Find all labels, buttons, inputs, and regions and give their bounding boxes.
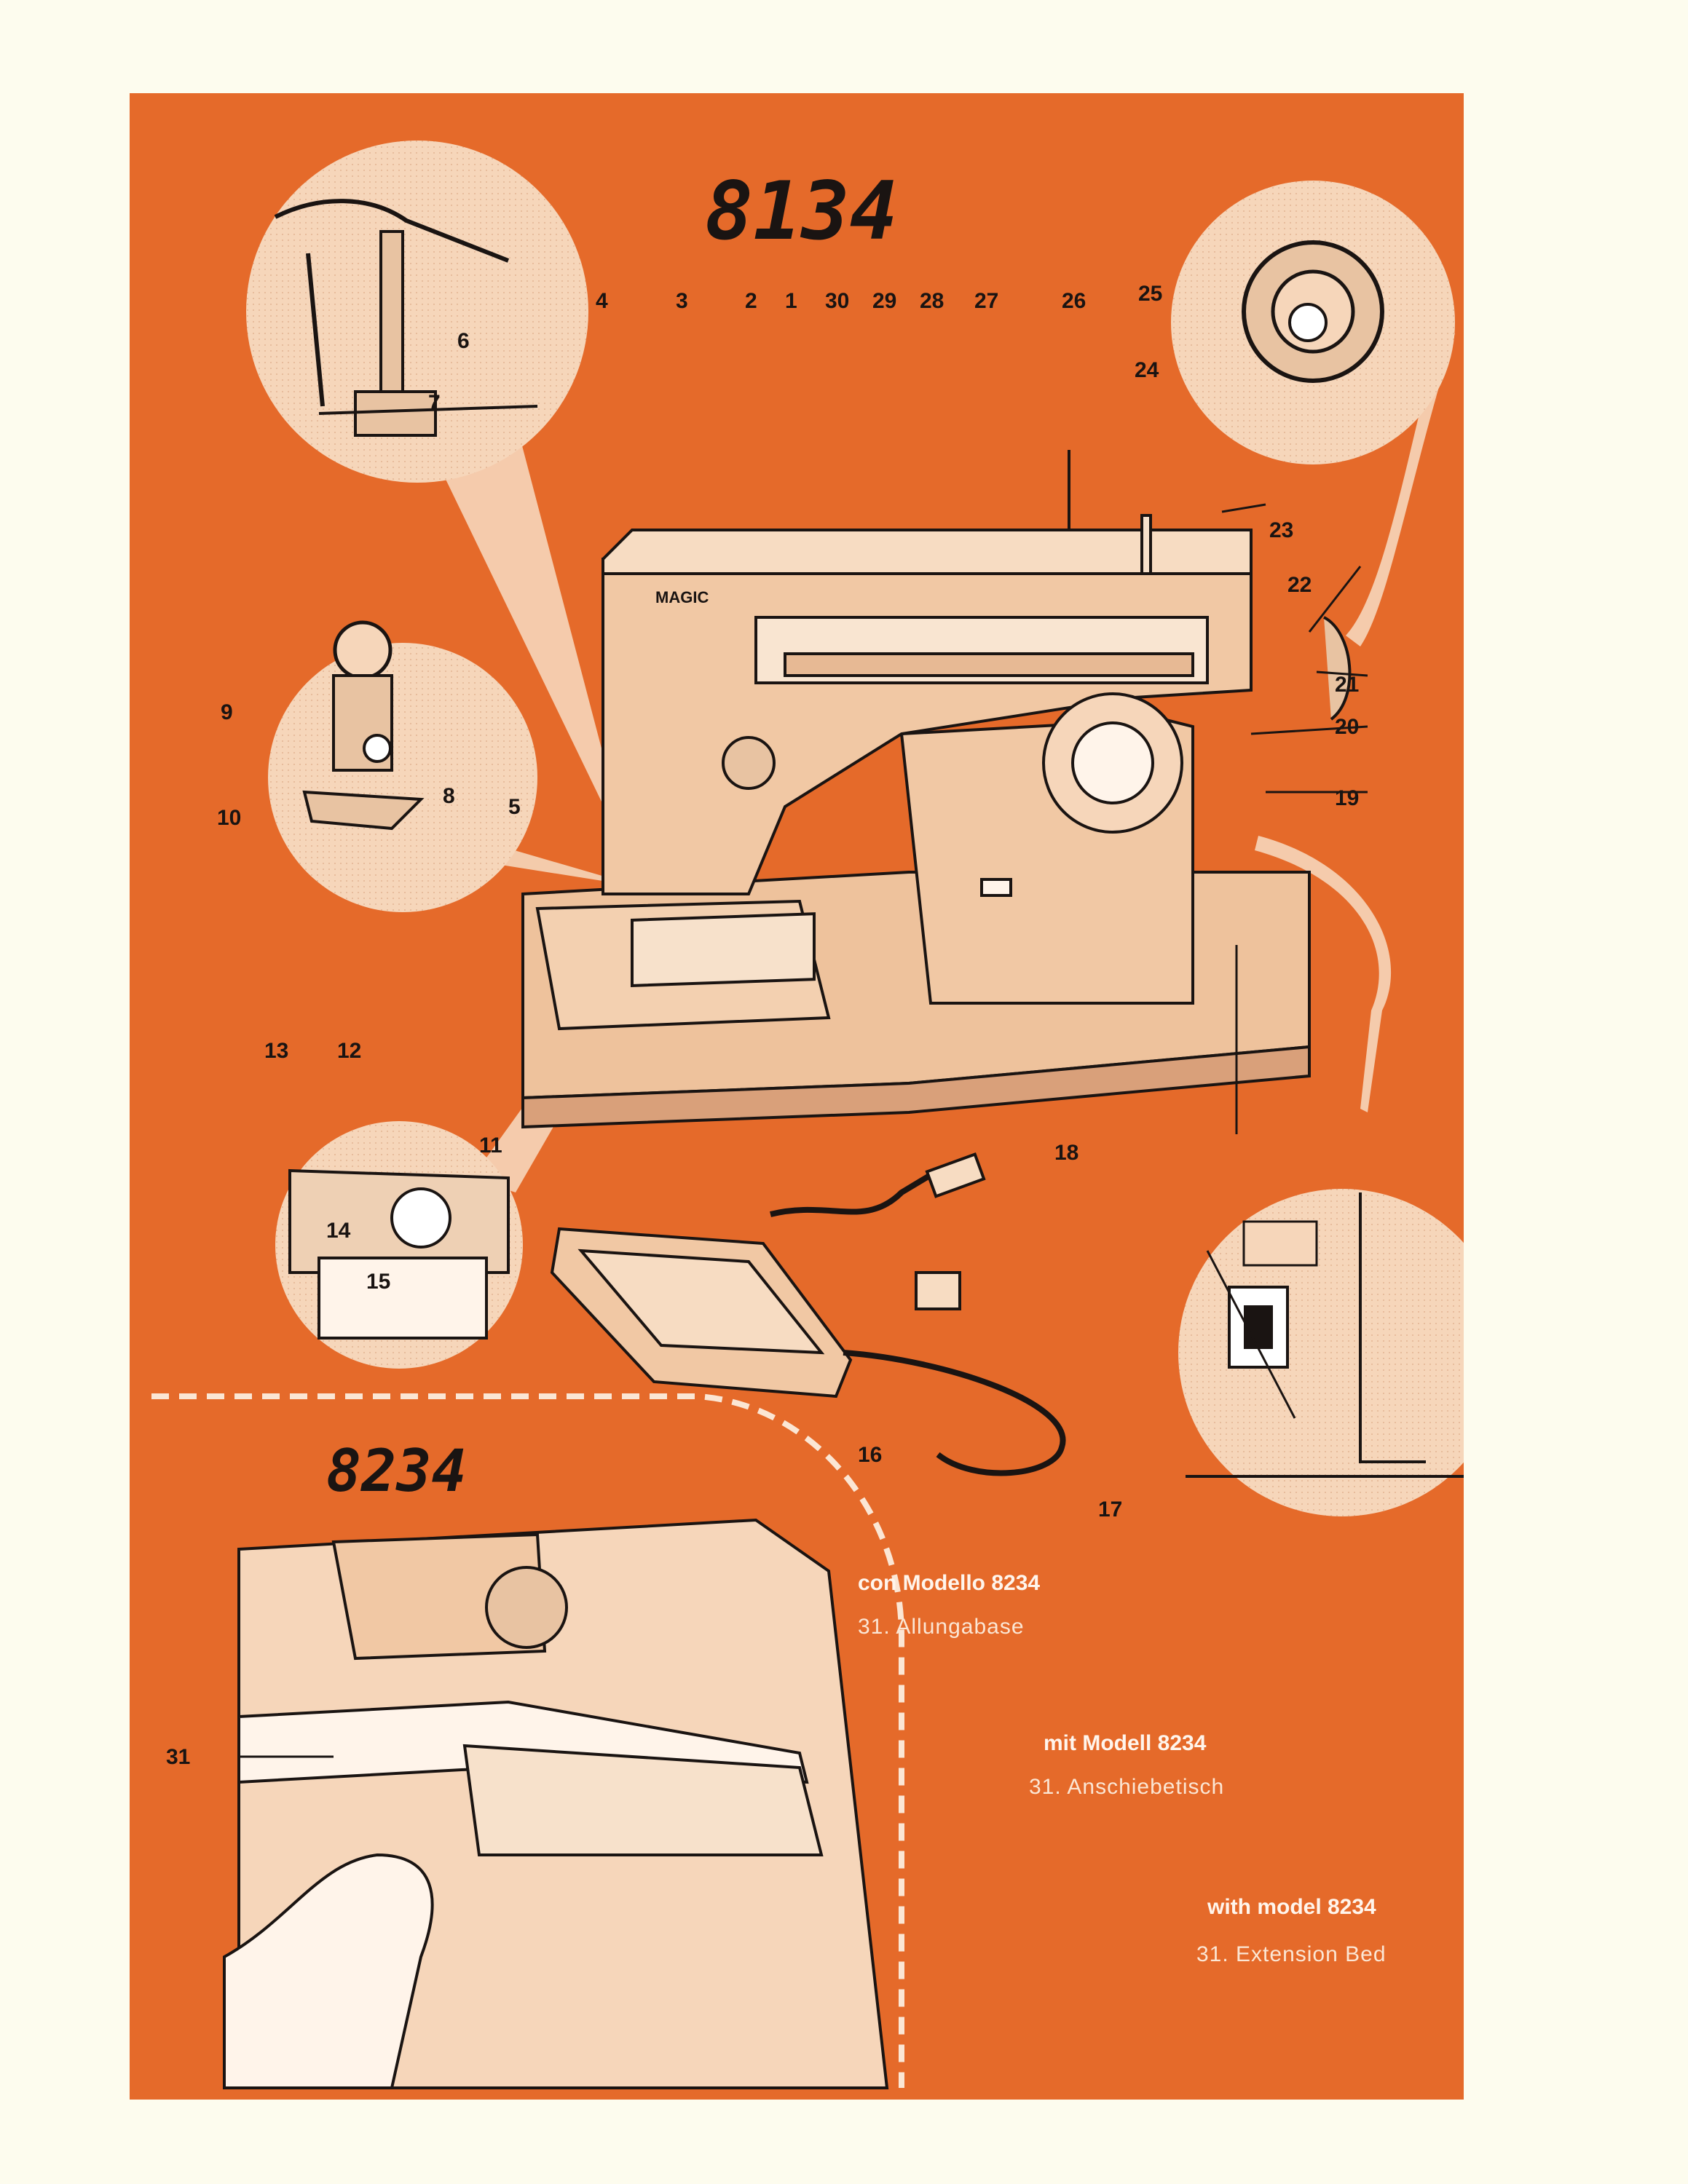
part-label: 2 — [745, 289, 757, 313]
part-label: 22 — [1287, 573, 1312, 597]
model-number-8134: 8134 — [705, 165, 898, 258]
part-label: 28 — [920, 289, 944, 313]
part-label: 7 — [428, 391, 441, 415]
part-label: 17 — [1098, 1497, 1122, 1522]
part-label: 16 — [858, 1443, 882, 1467]
part-label: 6 — [457, 329, 470, 353]
part-label: 14 — [326, 1219, 351, 1243]
detail-circle-needle — [246, 141, 588, 483]
model-number-8234: 8234 — [326, 1437, 467, 1505]
part-label: 3 — [676, 289, 688, 313]
caption-de-title: mit Modell 8234 — [1044, 1731, 1207, 1755]
caption-en-title: with model 8234 — [1207, 1895, 1376, 1919]
caption-it-title: con Modello 8234 — [858, 1571, 1041, 1595]
detail-circle-bobbin — [275, 1121, 523, 1369]
dashed-divider — [151, 1393, 904, 2088]
caption-de-item: 31. Anschiebetisch — [1029, 1775, 1225, 1799]
part-label: 25 — [1138, 282, 1162, 306]
extension-bed-detail — [223, 1518, 889, 2089]
part-label: 12 — [337, 1039, 361, 1063]
part-label: 11 — [479, 1133, 502, 1158]
part-label: 13 — [264, 1039, 288, 1063]
machine-brand-badge: MAGIC — [655, 588, 709, 606]
part-label: 19 — [1335, 786, 1359, 810]
illustration-panel: 8134 8234 — [130, 93, 1464, 2100]
part-label: 27 — [974, 289, 998, 313]
part-label: 24 — [1135, 358, 1159, 382]
part-label: 9 — [221, 700, 233, 724]
detail-circle-socket — [1178, 1189, 1464, 1516]
leader-lines — [239, 503, 1368, 1758]
part-label: 18 — [1054, 1141, 1078, 1165]
detail-circle-winder — [1171, 181, 1455, 464]
part-labels: 4 3 2 1 30 29 28 27 26 25 24 23 22 21 20… — [166, 282, 1359, 1769]
part-label: 31 — [166, 1745, 190, 1769]
part-label: 4 — [596, 289, 608, 313]
part-label: 23 — [1269, 518, 1293, 542]
caption-en-item: 31. Extension Bed — [1196, 1942, 1387, 1966]
part-label: 15 — [366, 1270, 390, 1294]
part-label: 21 — [1335, 673, 1359, 697]
part-label: 26 — [1062, 289, 1086, 313]
part-label: 5 — [508, 795, 521, 819]
sewing-machine — [521, 450, 1352, 1129]
part-label: 30 — [825, 289, 849, 313]
part-label: 29 — [872, 289, 896, 313]
detail-circle-foot — [268, 620, 537, 912]
part-label: 1 — [785, 289, 797, 313]
caption-it-item: 31. Allungabase — [858, 1615, 1025, 1639]
part-label: 8 — [443, 784, 455, 808]
foot-pedal — [550, 1152, 1066, 1476]
part-label: 20 — [1335, 715, 1359, 739]
part-label: 10 — [217, 806, 241, 830]
